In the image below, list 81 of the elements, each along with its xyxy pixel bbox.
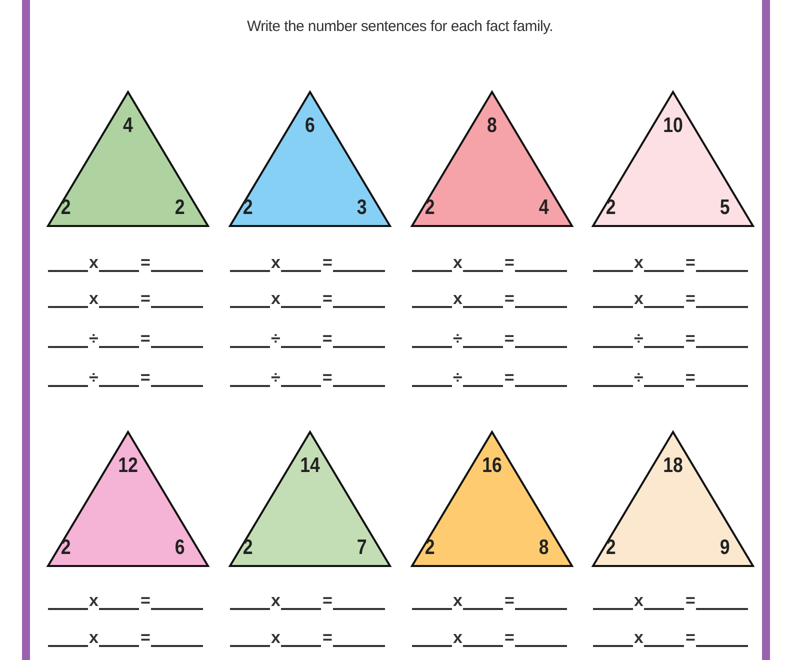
operator-sign: = <box>139 592 152 610</box>
operator-sign: = <box>321 592 334 610</box>
fact-number: 7 <box>356 536 367 560</box>
operator-sign: = <box>503 629 516 647</box>
operator-sign: x <box>452 592 464 610</box>
operator-sign: = <box>321 330 334 348</box>
operator-sign: = <box>684 290 696 308</box>
fact-number: 2 <box>606 536 616 560</box>
fact-number: 9 <box>720 536 730 560</box>
fact-number: 5 <box>720 196 730 220</box>
fact-number: 2 <box>424 196 435 220</box>
fact-number: 10 <box>663 114 683 138</box>
operator-sign: = <box>139 330 152 348</box>
operator-sign: x <box>633 629 644 647</box>
fact-number: 2 <box>60 536 71 560</box>
operator-sign: ÷ <box>88 330 100 348</box>
fact-number: 2 <box>242 536 253 560</box>
operator-sign: x <box>633 254 644 272</box>
operator-sign: = <box>139 290 152 308</box>
operator-sign: = <box>321 629 334 647</box>
operator-sign: x <box>88 629 100 647</box>
operator-sign: = <box>139 369 152 387</box>
operator-sign: = <box>503 330 516 348</box>
operator-sign: = <box>321 369 334 387</box>
operator-sign: ÷ <box>88 369 100 387</box>
fact-number: 4 <box>538 196 549 220</box>
operator-sign: = <box>684 254 696 272</box>
fact-triangle <box>410 430 574 568</box>
operator-sign: x <box>270 290 282 308</box>
fact-triangle <box>591 90 755 228</box>
operator-sign: x <box>88 592 100 610</box>
fact-number: 2 <box>424 536 435 560</box>
operator-sign: ÷ <box>633 330 644 348</box>
operator-sign: ÷ <box>270 369 282 387</box>
operator-sign: ÷ <box>452 330 464 348</box>
fact-number: 2 <box>174 196 185 220</box>
operator-sign: = <box>684 629 696 647</box>
fact-triangle <box>46 90 210 228</box>
operator-sign: = <box>684 369 696 387</box>
fact-triangle <box>410 90 574 228</box>
operator-sign: x <box>88 290 100 308</box>
fact-number: 8 <box>538 536 549 560</box>
fact-triangle <box>591 430 755 568</box>
operator-sign: x <box>452 629 464 647</box>
fact-number: 12 <box>118 454 138 478</box>
operator-sign: x <box>633 290 644 308</box>
operator-sign: ÷ <box>452 369 464 387</box>
operator-sign: = <box>139 629 152 647</box>
fact-number: 18 <box>663 454 683 478</box>
operator-sign: = <box>503 592 516 610</box>
operator-sign: = <box>139 254 152 272</box>
fact-triangle <box>228 430 392 568</box>
operator-sign: x <box>452 290 464 308</box>
instruction-text: Write the number sentences for each fact family. <box>246 18 554 35</box>
operator-sign: x <box>633 592 644 610</box>
operator-sign: ÷ <box>270 330 282 348</box>
fact-number: 16 <box>482 454 502 478</box>
fact-number: 2 <box>60 196 71 220</box>
operator-sign: = <box>321 254 334 272</box>
fact-number: 14 <box>300 454 320 478</box>
fact-number: 6 <box>174 536 185 560</box>
operator-sign: x <box>88 254 100 272</box>
operator-sign: x <box>270 254 282 272</box>
fact-triangle <box>46 430 210 568</box>
fact-triangle <box>228 90 392 228</box>
fact-number: 4 <box>123 114 133 138</box>
fact-number: 6 <box>305 114 315 138</box>
operator-sign: = <box>684 592 696 610</box>
operator-sign: x <box>270 592 282 610</box>
operator-sign: = <box>503 290 516 308</box>
operator-sign: ÷ <box>633 369 644 387</box>
operator-sign: = <box>503 369 516 387</box>
operator-sign: x <box>270 629 282 647</box>
operator-sign: x <box>452 254 464 272</box>
fact-number: 3 <box>356 196 367 220</box>
fact-number: 8 <box>487 114 497 138</box>
operator-sign: = <box>684 330 696 348</box>
operator-sign: = <box>321 290 334 308</box>
fact-number: 2 <box>606 196 616 220</box>
fact-number: 2 <box>242 196 253 220</box>
operator-sign: = <box>503 254 516 272</box>
